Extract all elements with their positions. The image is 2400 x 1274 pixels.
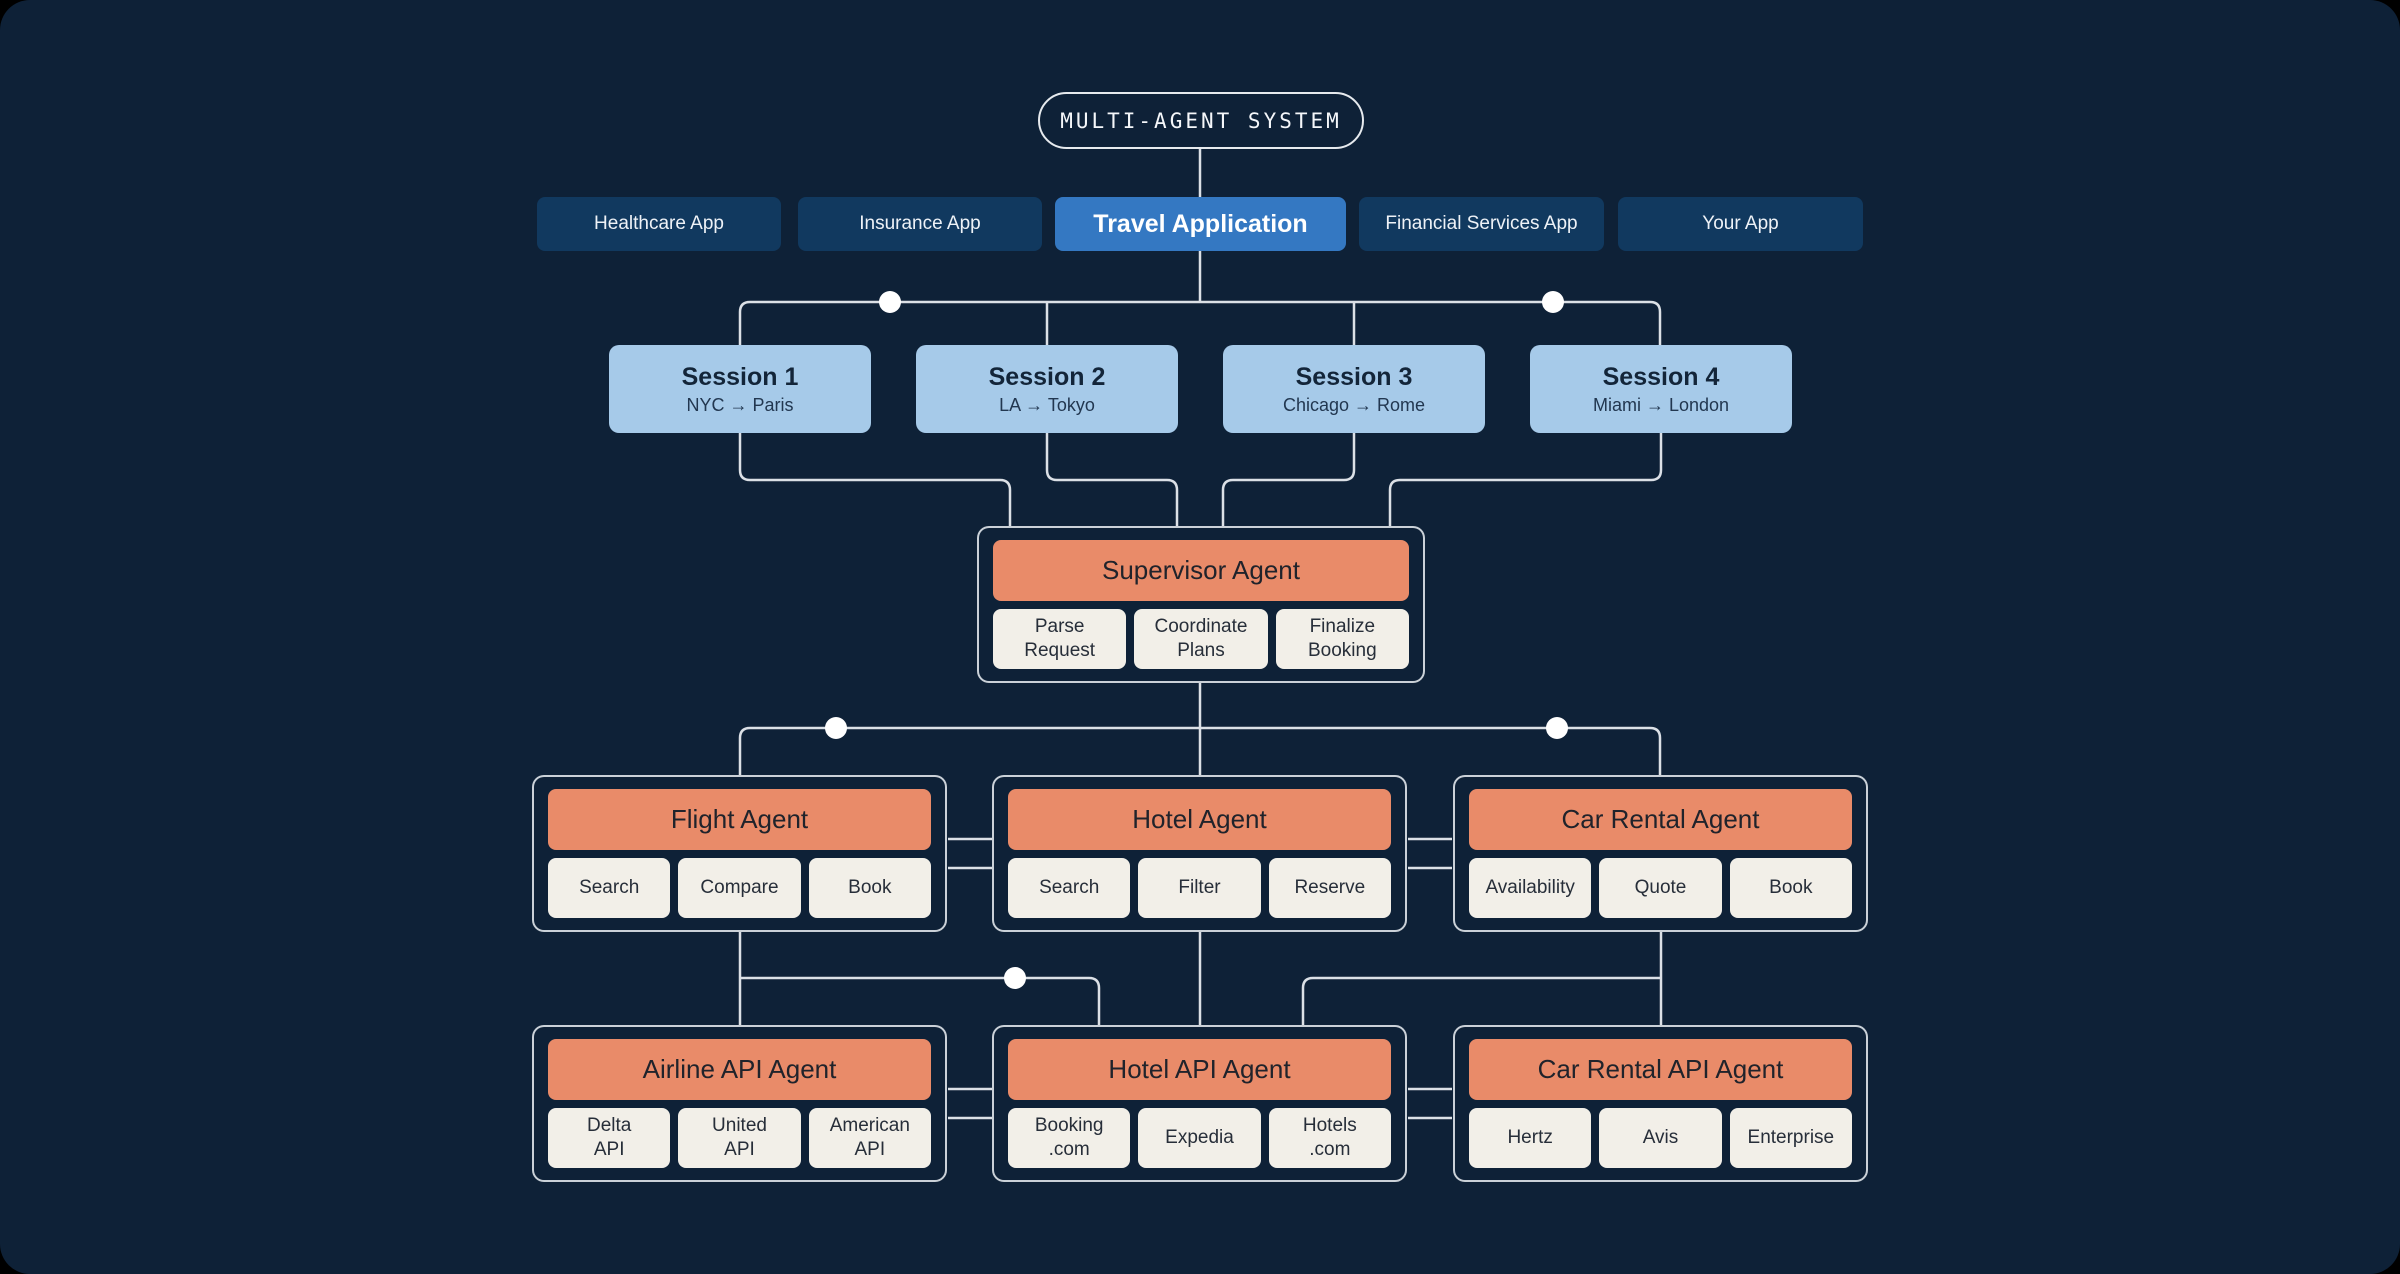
- hotel-agent-tasks: Search Filter Reserve: [1008, 858, 1391, 918]
- connector-session-bus: [738, 300, 1662, 345]
- app-button-label: Insurance App: [859, 213, 981, 234]
- session-route: Chicago → Rome: [1282, 394, 1426, 415]
- session-title: Session 2: [988, 362, 1106, 391]
- node-car-rental-api-agent: Car Rental API Agent Hertz Avis Enterpri…: [1453, 1025, 1868, 1182]
- node-hotel-api-agent: Hotel API Agent Booking .com Expedia Hot…: [992, 1025, 1407, 1182]
- task-chip-united-api: United API: [678, 1108, 801, 1168]
- airline-api-tasks: Delta API United API American API: [548, 1108, 931, 1168]
- session-title: Session 3: [1295, 362, 1413, 391]
- connector-branch-left-hotelapi: [740, 976, 1101, 1025]
- session-title: Session 1: [681, 362, 799, 391]
- task-chip-expedia: Expedia: [1138, 1108, 1261, 1168]
- car-rental-api-tasks: Hertz Avis Enterprise: [1469, 1108, 1852, 1168]
- hotel-agent-header: Hotel Agent: [1008, 789, 1391, 850]
- app-button-label: Travel Application: [1093, 209, 1308, 238]
- task-chip-coordinate-plans: Coordinate Plans: [1134, 609, 1268, 669]
- connector-session4-supervisor: [1388, 433, 1663, 526]
- node-flight-agent: Flight Agent Search Compare Book: [532, 775, 947, 932]
- node-car-rental-agent: Car Rental Agent Availability Quote Book: [1453, 775, 1868, 932]
- flight-agent-header: Flight Agent: [548, 789, 931, 850]
- supervisor-agent-header: Supervisor Agent: [993, 540, 1409, 601]
- session-route: LA → Tokyo: [999, 394, 1095, 415]
- task-chip-hotels-com: Hotels .com: [1268, 1108, 1391, 1168]
- task-chip-enterprise: Enterprise: [1729, 1108, 1852, 1168]
- task-chip-filter: Filter: [1138, 858, 1261, 918]
- app-button-label: Your App: [1702, 213, 1779, 234]
- app-button-insurance[interactable]: Insurance App: [798, 197, 1042, 251]
- task-chip-book: Book: [1729, 858, 1852, 918]
- system-title: MULTI-AGENT SYSTEM: [1038, 92, 1364, 149]
- flow-dot: [1542, 291, 1564, 313]
- hotel-api-tasks: Booking .com Expedia Hotels .com: [1008, 1108, 1391, 1168]
- node-airline-api-agent: Airline API Agent Delta API United API A…: [532, 1025, 947, 1182]
- connector-agent-bus: [738, 726, 1662, 775]
- node-hotel-agent: Hotel Agent Search Filter Reserve: [992, 775, 1407, 932]
- task-chip-finalize-booking: Finalize Booking: [1275, 609, 1409, 669]
- session-node-2: Session 2 LA → Tokyo: [916, 345, 1178, 433]
- task-chip-quote: Quote: [1599, 858, 1722, 918]
- app-button-label: Financial Services App: [1385, 213, 1578, 234]
- flow-dot: [825, 717, 847, 739]
- task-chip-compare: Compare: [678, 858, 801, 918]
- node-supervisor-agent: Supervisor Agent Parse Request Coordinat…: [977, 526, 1425, 683]
- system-title-label: MULTI-AGENT SYSTEM: [1060, 108, 1342, 133]
- app-button-healthcare[interactable]: Healthcare App: [537, 197, 781, 251]
- task-chip-search: Search: [548, 858, 671, 918]
- task-chip-book: Book: [808, 858, 931, 918]
- task-chip-delta-api: Delta API: [548, 1108, 671, 1168]
- app-button-financial-services[interactable]: Financial Services App: [1359, 197, 1604, 251]
- task-chip-booking-com: Booking .com: [1008, 1108, 1131, 1168]
- connector-session2-supervisor: [1045, 433, 1179, 526]
- hotel-api-agent-header: Hotel API Agent: [1008, 1039, 1391, 1100]
- app-button-travel-active[interactable]: Travel Application: [1055, 197, 1346, 251]
- session-route: Miami → London: [1592, 394, 1730, 415]
- flight-agent-tasks: Search Compare Book: [548, 858, 931, 918]
- task-chip-avis: Avis: [1599, 1108, 1722, 1168]
- session-route: NYC → Paris: [686, 394, 794, 415]
- flow-dot: [1004, 967, 1026, 989]
- session-node-3: Session 3 Chicago → Rome: [1223, 345, 1485, 433]
- flow-dot: [879, 291, 901, 313]
- connector-session3-supervisor: [1221, 433, 1356, 526]
- session-title: Session 4: [1602, 362, 1720, 391]
- connector-branch-right-hotelapi: [1301, 976, 1661, 1025]
- connector-session1-supervisor: [738, 433, 1012, 526]
- supervisor-tasks: Parse Request Coordinate Plans Finalize …: [993, 609, 1409, 669]
- flow-dot: [1546, 717, 1568, 739]
- car-rental-agent-header: Car Rental Agent: [1469, 789, 1852, 850]
- task-chip-search: Search: [1008, 858, 1131, 918]
- app-button-label: Healthcare App: [594, 213, 724, 234]
- app-button-your-app[interactable]: Your App: [1618, 197, 1863, 251]
- task-chip-american-api: American API: [808, 1108, 931, 1168]
- airline-api-agent-header: Airline API Agent: [548, 1039, 931, 1100]
- task-chip-parse-request: Parse Request: [993, 609, 1127, 669]
- task-chip-hertz: Hertz: [1469, 1108, 1592, 1168]
- session-node-1: Session 1 NYC → Paris: [609, 345, 871, 433]
- task-chip-reserve: Reserve: [1268, 858, 1391, 918]
- session-node-4: Session 4 Miami → London: [1530, 345, 1792, 433]
- car-rental-agent-tasks: Availability Quote Book: [1469, 858, 1852, 918]
- car-rental-api-agent-header: Car Rental API Agent: [1469, 1039, 1852, 1100]
- task-chip-availability: Availability: [1469, 858, 1592, 918]
